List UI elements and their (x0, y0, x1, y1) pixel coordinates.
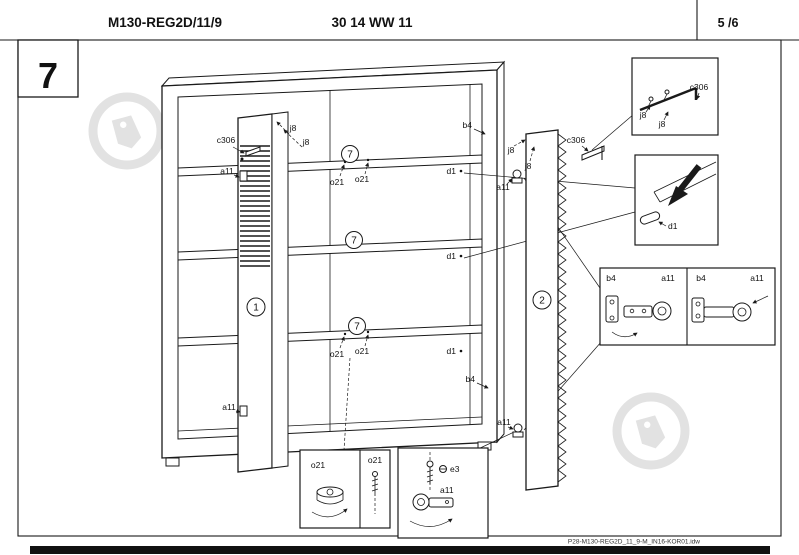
screw-icon (648, 96, 654, 102)
shelf-callouts: 7 7 7 (341, 145, 366, 335)
label-a11: a11 (661, 273, 675, 283)
label-b4: b4 (463, 120, 473, 130)
label-c306-right: c306 (567, 135, 586, 145)
callout-dowel-detail: d1 (634, 154, 719, 246)
handle-icon (245, 146, 261, 157)
watermark-logo (88, 92, 166, 170)
label-o21: o21 (311, 460, 325, 470)
label-a11: a11 (497, 417, 511, 427)
label-d1: d1 (447, 166, 457, 176)
label-b4: b4 (606, 273, 616, 283)
label-j8: j8 (302, 137, 310, 147)
left-door: 1 (237, 111, 289, 473)
label-j8: j8 (507, 145, 515, 155)
right-door: 2 (511, 129, 605, 491)
hinge-arm-icon (703, 306, 735, 318)
callout-cam-detail: o21 o21 (299, 449, 391, 529)
step-number: 7 (38, 55, 58, 96)
part-bubble-shelf: 7 (354, 322, 360, 333)
label-o21: o21 (355, 174, 369, 184)
label-e3: e3 (450, 464, 460, 474)
label-d1: d1 (447, 346, 457, 356)
label-d1: d1 (668, 221, 678, 231)
label-j8: j8 (289, 123, 297, 133)
label-a11: a11 (222, 402, 236, 412)
cabinet-body (160, 60, 506, 467)
hinge-cup-icon (239, 405, 248, 417)
label-o21: o21 (330, 177, 344, 187)
hinge-cup-icon (412, 493, 430, 511)
label-b4: b4 (466, 374, 476, 384)
hinge-arm-icon (623, 305, 653, 318)
dowel-icon (639, 211, 661, 225)
screw-icon (664, 89, 670, 95)
label-a11: a11 (496, 182, 510, 192)
part-bubble-shelf: 7 (347, 150, 353, 161)
cabinet-foot (165, 457, 180, 467)
page-footer: P28-M130-REG2D_11_9-M_IN16-KOR01.idw (30, 539, 770, 554)
label-c306: c306 (690, 82, 709, 92)
label-c306-left: c306 (217, 135, 236, 145)
door-groove-pattern (240, 145, 270, 267)
hinge-cup-icon (512, 169, 522, 179)
door-edge-zigzag (557, 133, 567, 483)
label-j8: j8 (524, 161, 532, 171)
cam-lock-icon (316, 486, 344, 498)
product-code: 30 14 WW 11 (331, 15, 413, 30)
page-indicator: 5 /6 (718, 16, 739, 30)
document-code: P28-M130-REG2D_11_9-M_IN16-KOR01.idw (568, 539, 700, 546)
watermark-logo (612, 392, 690, 470)
label-j8: j8 (639, 110, 647, 120)
hinge-cup-icon (732, 302, 752, 322)
screw-icon (426, 460, 434, 468)
hinge-plate-icon (605, 295, 619, 323)
content-frame: 7 (17, 39, 782, 537)
label-j8: j8 (658, 119, 666, 129)
hinge-arm-icon (428, 497, 454, 508)
part-labels: c306 j8 j8 a11 a11 o21 o21 o21 o21 d1 d1… (217, 120, 589, 430)
callout-hinge-detail: b4 a11 b4 a11 (599, 267, 776, 346)
label-o21: o21 (368, 455, 382, 465)
page-header: M130-REG2D/11/9 30 14 WW 11 5 /6 (0, 0, 799, 41)
hinge-cup-icon (513, 423, 523, 433)
model-number: M130-REG2D/11/9 (108, 15, 222, 30)
label-o21: o21 (355, 346, 369, 356)
screw-icon (240, 157, 244, 161)
callout-handle-detail: j8 j8 c306 (631, 57, 719, 136)
insert-arrow (677, 164, 702, 192)
label-a11: a11 (440, 485, 454, 495)
handle-icon (581, 145, 605, 161)
hinge-cup-icon (239, 170, 248, 182)
part-bubble-right-door: 2 (539, 296, 545, 307)
label-d1: d1 (447, 251, 457, 261)
screw-icon (372, 471, 378, 477)
hinge-cup-icon (652, 301, 672, 321)
label-o21: o21 (330, 349, 344, 359)
label-b4: b4 (696, 273, 706, 283)
part-bubble-shelf: 7 (351, 236, 357, 247)
footer-bar (30, 546, 770, 554)
part-bubble-left-door: 1 (253, 303, 259, 314)
label-a11: a11 (220, 166, 234, 176)
callout-screw-hinge-detail: e3 a11 (397, 447, 489, 539)
label-a11: a11 (750, 273, 764, 283)
